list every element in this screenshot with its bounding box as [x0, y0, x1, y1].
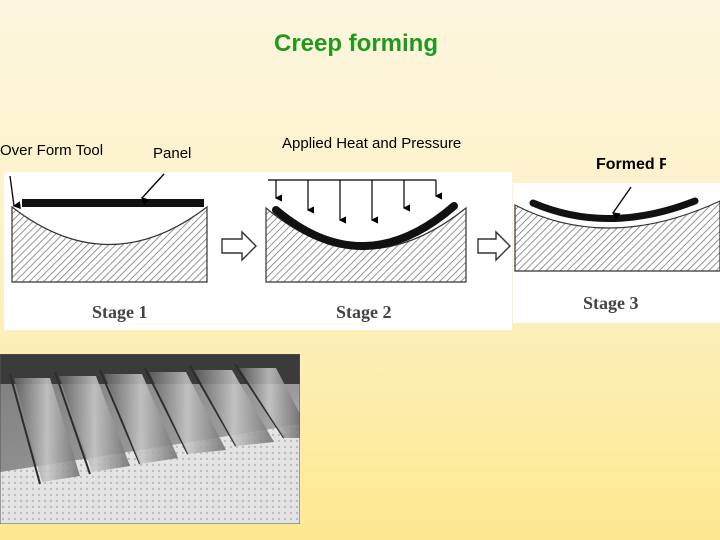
applied-heat-pressure-label: Applied Heat and Pressure	[282, 135, 462, 152]
creep-forming-diagram-stage-3: Stage 3	[513, 183, 720, 323]
slide-title: Creep forming	[273, 30, 438, 57]
stage3-label: Stage 3	[583, 293, 639, 313]
stage3-formed-panel	[529, 197, 699, 222]
stage-3-svg: Stage 3	[514, 186, 720, 313]
stage1-flat-panel	[22, 199, 204, 207]
creep-forming-diagram-stages-1-2: Stage 1 Stage 2	[4, 172, 512, 330]
stage1-form-tool	[11, 205, 208, 283]
stage2-to-stage3-arrow	[477, 230, 511, 262]
formed-panel-label: Formed Panel	[596, 156, 666, 173]
over-form-tool-label: Over Form Tool	[0, 142, 104, 159]
panel-label: Panel	[153, 145, 192, 162]
formed-panels-photo	[0, 354, 300, 524]
formed-panels-photo-svg	[0, 354, 300, 524]
stages-1-2-svg: Stage 1 Stage 2	[9, 173, 511, 322]
panel-leader	[141, 173, 165, 206]
stage2-bent-panel	[272, 202, 458, 250]
stage1-to-stage2-arrow	[221, 230, 257, 262]
formed-panel-leader	[611, 186, 632, 220]
pressure-arrows	[268, 179, 442, 224]
stage1-label: Stage 1	[92, 302, 148, 322]
stage2-label: Stage 2	[336, 302, 392, 322]
over-form-tool-leader	[9, 175, 21, 210]
